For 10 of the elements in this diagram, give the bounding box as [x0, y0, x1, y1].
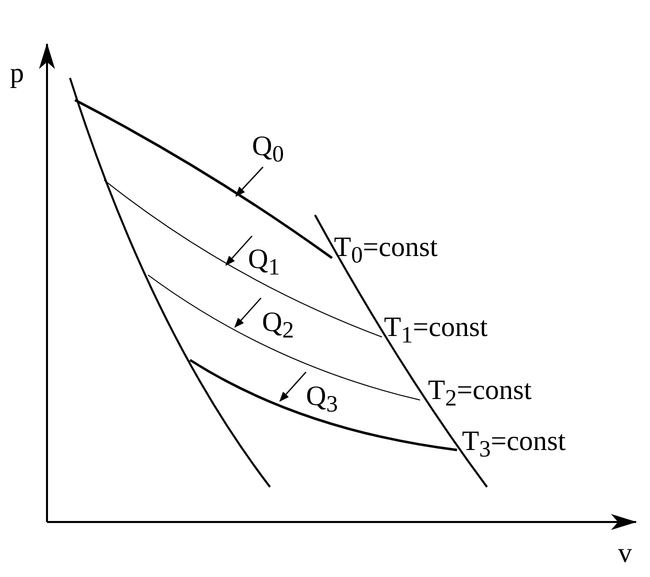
heat-label: Q$_{3}$ — [306, 383, 338, 417]
heat-label: Q$_{1}$ — [248, 246, 280, 280]
axis-label: p — [10, 60, 24, 88]
isotherm-label: T$_{2}$=const — [428, 377, 532, 411]
heat-label: Q$_{0}$ — [252, 133, 284, 167]
isotherm-label: T$_{3}$=const — [462, 428, 566, 462]
isotherm-label: T$_{0}$=const — [334, 234, 438, 268]
heat-label: Q$_{2}$ — [262, 309, 294, 343]
isotherm-label: T$_{1}$=const — [384, 314, 488, 348]
axis-label: v — [618, 540, 632, 568]
